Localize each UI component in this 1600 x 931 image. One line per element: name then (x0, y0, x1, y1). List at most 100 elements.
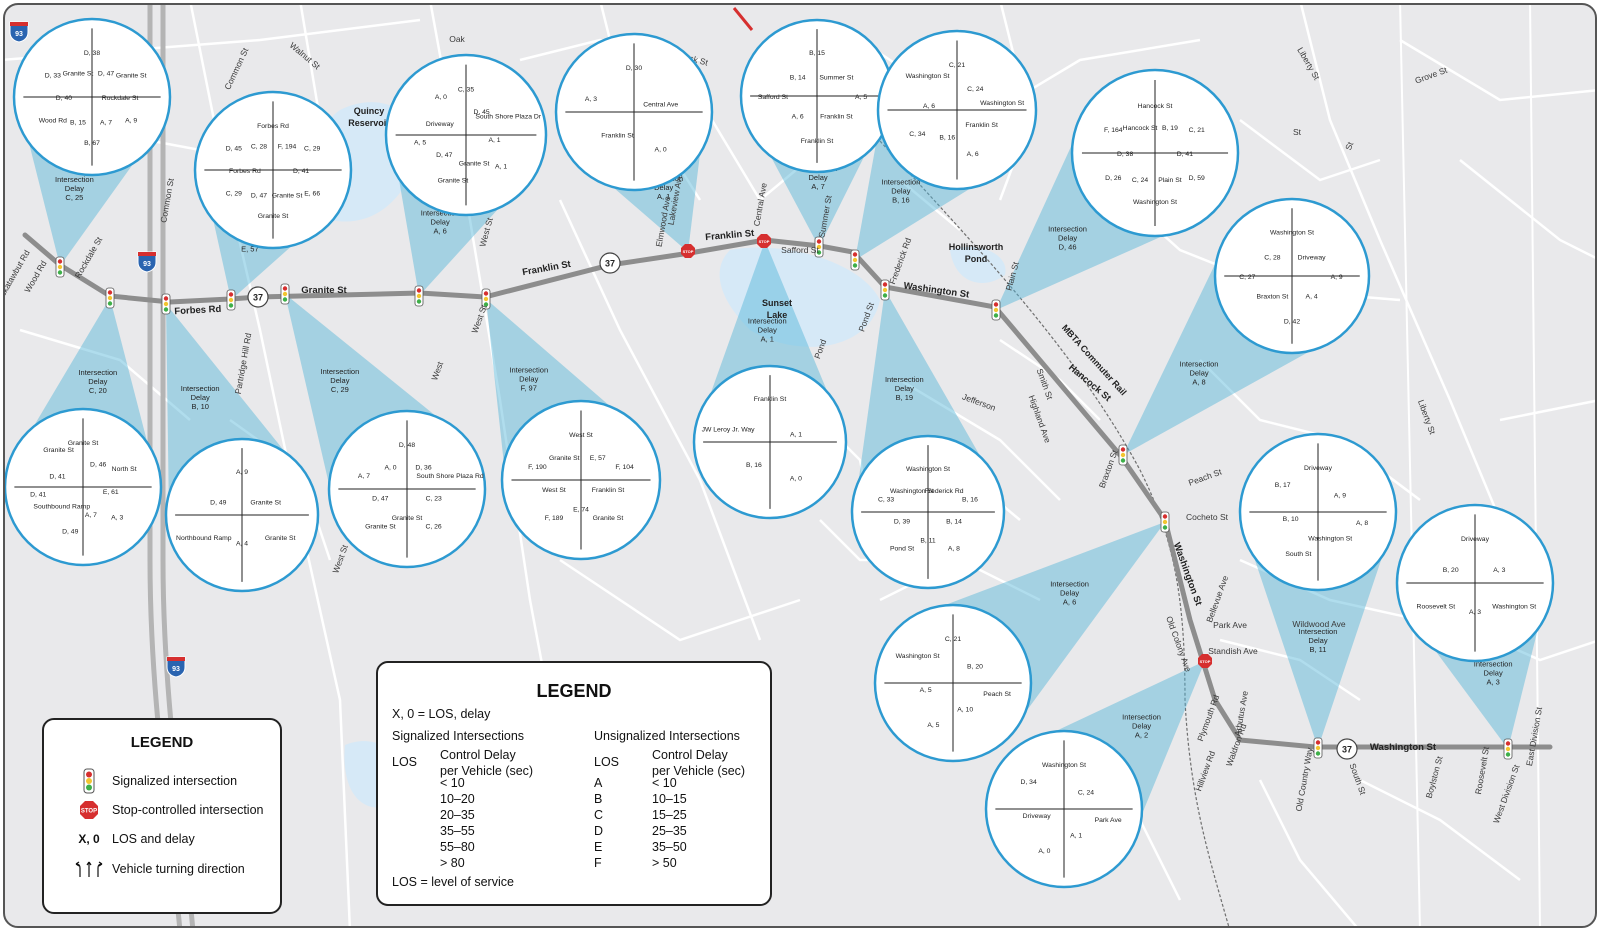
stop-sign-icon: STOP (681, 244, 695, 258)
signal-green (1162, 525, 1168, 530)
circle-label: D, 38 (1117, 151, 1133, 158)
circle-label: B, 15 (809, 50, 825, 57)
circle-label: E, 74 (573, 506, 589, 513)
signal-green (1505, 752, 1511, 757)
signal-red (163, 296, 169, 301)
street-label: Standish Ave (1208, 646, 1258, 656)
circle-label: Washington St (1492, 604, 1536, 611)
circle-label: D, 38 (84, 50, 100, 57)
circle-label: D, 47 (98, 71, 114, 78)
circle-label: A, 10 (957, 706, 973, 713)
circle-label: Granite St (43, 447, 74, 454)
circle-label: JW Leroy Jr. Way (702, 426, 756, 433)
callout-text: Delay (809, 173, 828, 182)
circle-label: Granite St (593, 515, 624, 522)
callout-text: Delay (1058, 233, 1077, 242)
circle-label: A, 4 (1306, 294, 1318, 301)
signal-red (993, 302, 999, 307)
signal-red (57, 259, 63, 264)
circle-label: F, 194 (278, 144, 297, 151)
local-street (1459, 159, 1596, 262)
circle-label: Roosevelt St (1417, 604, 1456, 611)
circle-label: D, 40 (56, 95, 72, 102)
circle-label: South Shore Plaza Dr (475, 114, 541, 121)
signal-yellow (107, 295, 113, 301)
traffic-signal-icon (66, 768, 112, 794)
traffic-signal-icon (414, 285, 424, 307)
circle-label: A, 1 (495, 163, 507, 170)
circle-label: E, 61 (103, 489, 119, 496)
circle-label: C, 27 (1239, 274, 1255, 281)
circle-label: West St (542, 487, 566, 494)
circle-label: Forbes Rd (229, 168, 261, 175)
circle-label: B, 16 (962, 496, 978, 503)
circle-label: E, 66 (304, 191, 320, 198)
circle-label: D, 30 (626, 65, 642, 72)
legend-label: Signalized intersection (112, 774, 238, 788)
circle-label: Washington St (896, 653, 940, 660)
shield-body (9, 21, 29, 43)
callout-text: Intersection (321, 367, 360, 376)
local-street (19, 328, 191, 421)
local-street (298, 4, 322, 121)
circle-label: A, 9 (125, 118, 137, 125)
corridor-label: Granite St (301, 285, 347, 296)
circle-label: Driveway (1304, 465, 1333, 472)
circle-label: Southbound Ramp (33, 503, 90, 510)
water-label: Sunset (762, 298, 792, 308)
signal-red (107, 290, 113, 295)
circle-label: Braxton St (1257, 294, 1289, 301)
circle-label: Washington St (906, 466, 950, 473)
circle-label: Driveway (1461, 536, 1490, 543)
signal-yellow (282, 291, 288, 297)
circle-label: Driveway (1023, 813, 1052, 820)
callout-text: Delay (88, 377, 107, 386)
traffic-signal-icon (105, 287, 115, 309)
legend-title: LEGEND (130, 734, 194, 751)
signal-green (416, 299, 422, 304)
signal-yellow (228, 297, 234, 303)
callout-text: A, 7 (811, 182, 824, 191)
circle-label: Wood Rd (39, 118, 67, 125)
circle-label: Pond St (890, 546, 914, 553)
local-street (559, 558, 801, 642)
circle-label: A, 5 (927, 722, 939, 729)
circle-label: B, 17 (1275, 482, 1291, 489)
signal-yellow (852, 257, 858, 263)
legend-note: X, 0 = LOS, delay (392, 707, 491, 721)
callout-text: Intersection (1122, 713, 1161, 722)
signal-red (816, 239, 822, 244)
shield-number: 37 (1342, 745, 1352, 755)
interstate-93-shield: 93 (137, 251, 157, 273)
circle-label: Park Ave (1095, 817, 1122, 824)
rail-stub (732, 7, 754, 31)
callout-text: Delay (330, 376, 349, 385)
circle-label: Granite St (258, 213, 289, 220)
circle-label: Franklin St (820, 113, 853, 120)
street-label: Cocheto St (1186, 512, 1229, 522)
traffic-signal-icon (991, 299, 1001, 321)
callout-text: Intersection (1180, 359, 1219, 368)
legend-item-signal: Signalized intersection (66, 768, 238, 794)
callout-text: Delay (1308, 636, 1327, 645)
circle-label: A, 7 (100, 119, 112, 126)
circle-label: Granite St (438, 178, 469, 185)
circle-label: Washington St (1042, 762, 1086, 769)
circle-label: Washington St (980, 100, 1024, 107)
local-street (899, 179, 961, 231)
stop-sign-icon: STOP (757, 234, 771, 248)
legend-item-arrows: Vehicle turning direction (66, 858, 245, 880)
callout-text: B, 11 (1310, 645, 1327, 654)
circle-label: C, 21 (949, 62, 965, 69)
signal-red (416, 288, 422, 293)
circle-label: A, 9 (236, 469, 248, 476)
callout-text: Intersection (509, 365, 548, 374)
circle-label: A, 9 (1334, 492, 1346, 499)
